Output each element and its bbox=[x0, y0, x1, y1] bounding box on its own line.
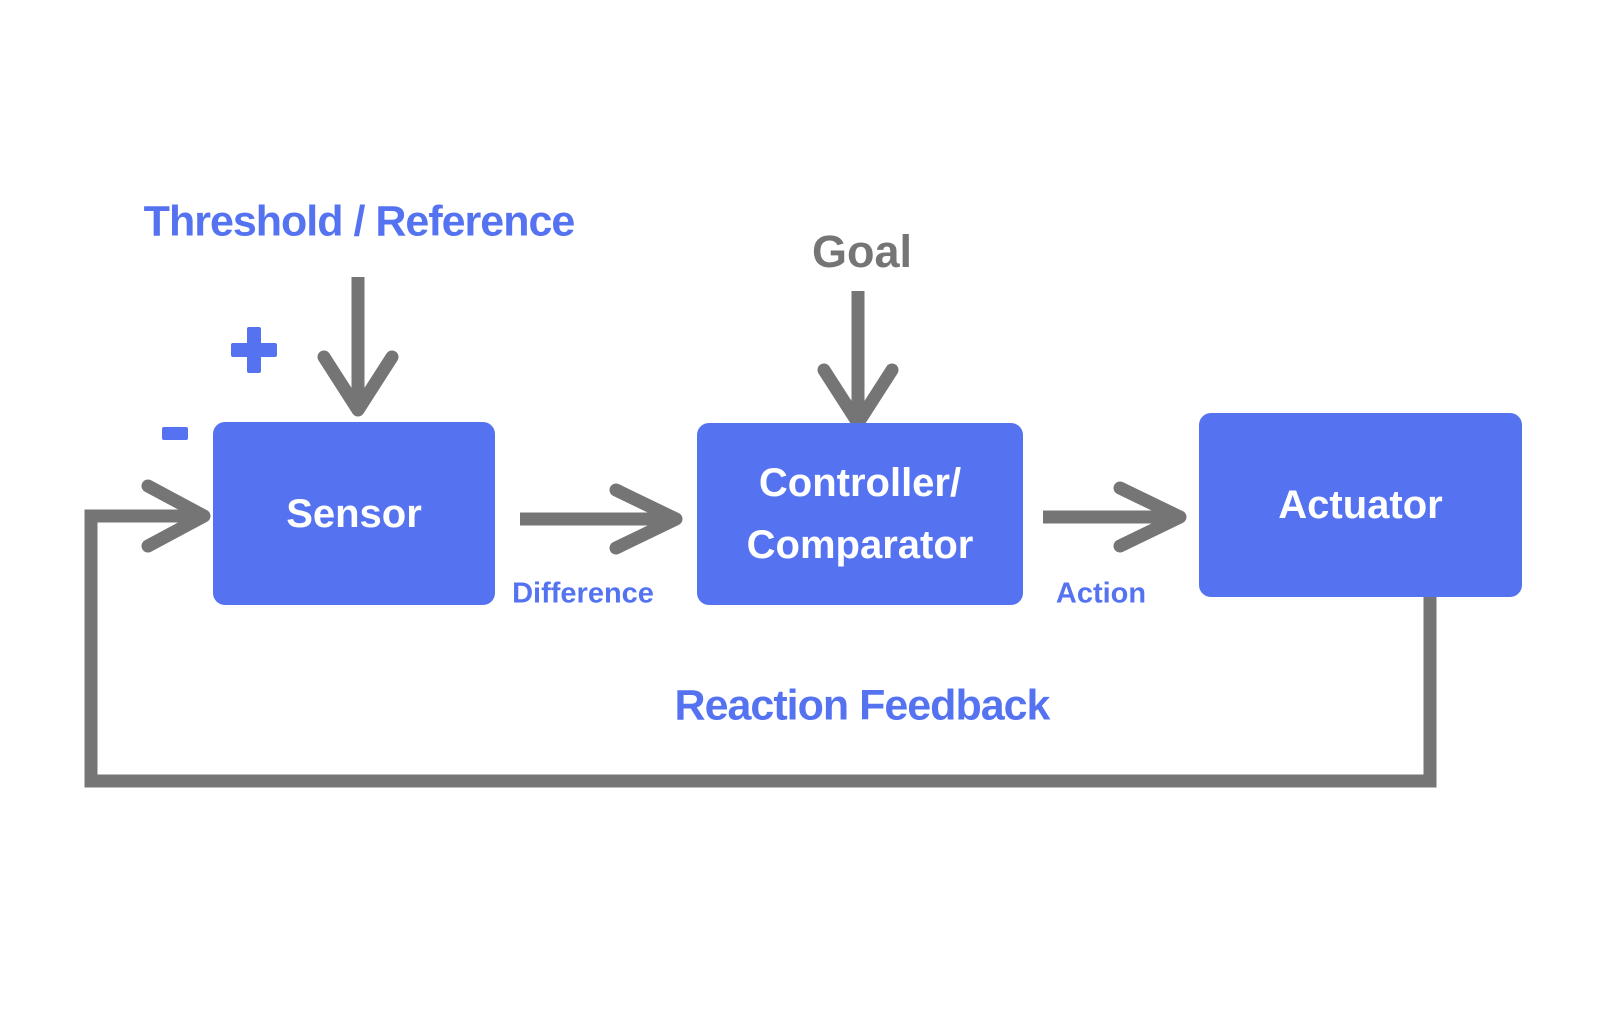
goal-label: Goal bbox=[811, 226, 913, 277]
controller-node-label-line1: Controller/ bbox=[758, 461, 962, 505]
sensor-node-label: Sensor bbox=[286, 491, 422, 536]
sensor-node: Sensor bbox=[213, 422, 495, 605]
actuator-node-label: Actuator bbox=[1278, 483, 1443, 527]
controller-node-label-line2: Comparator bbox=[746, 523, 974, 567]
feedback-arrow-head-icon bbox=[141, 479, 211, 553]
plus-icon-vertical-bar bbox=[247, 327, 261, 373]
reaction-feedback-label: Reaction Feedback bbox=[674, 681, 1051, 730]
action-arrow-head-icon bbox=[1113, 481, 1187, 553]
threshold-reference-label: Threshold / Reference bbox=[143, 197, 576, 246]
difference-arrow-head-icon bbox=[609, 483, 683, 555]
action-label: Action bbox=[1055, 577, 1147, 610]
difference-label: Difference bbox=[512, 577, 654, 610]
actuator-node: Actuator bbox=[1199, 413, 1522, 597]
controller-comparator-node: Controller/ Comparator bbox=[697, 423, 1023, 605]
minus-icon bbox=[162, 427, 188, 440]
threshold-arrow-head-icon bbox=[317, 350, 399, 417]
feedback-loop-line bbox=[84, 509, 1437, 788]
plus-icon bbox=[231, 327, 277, 373]
